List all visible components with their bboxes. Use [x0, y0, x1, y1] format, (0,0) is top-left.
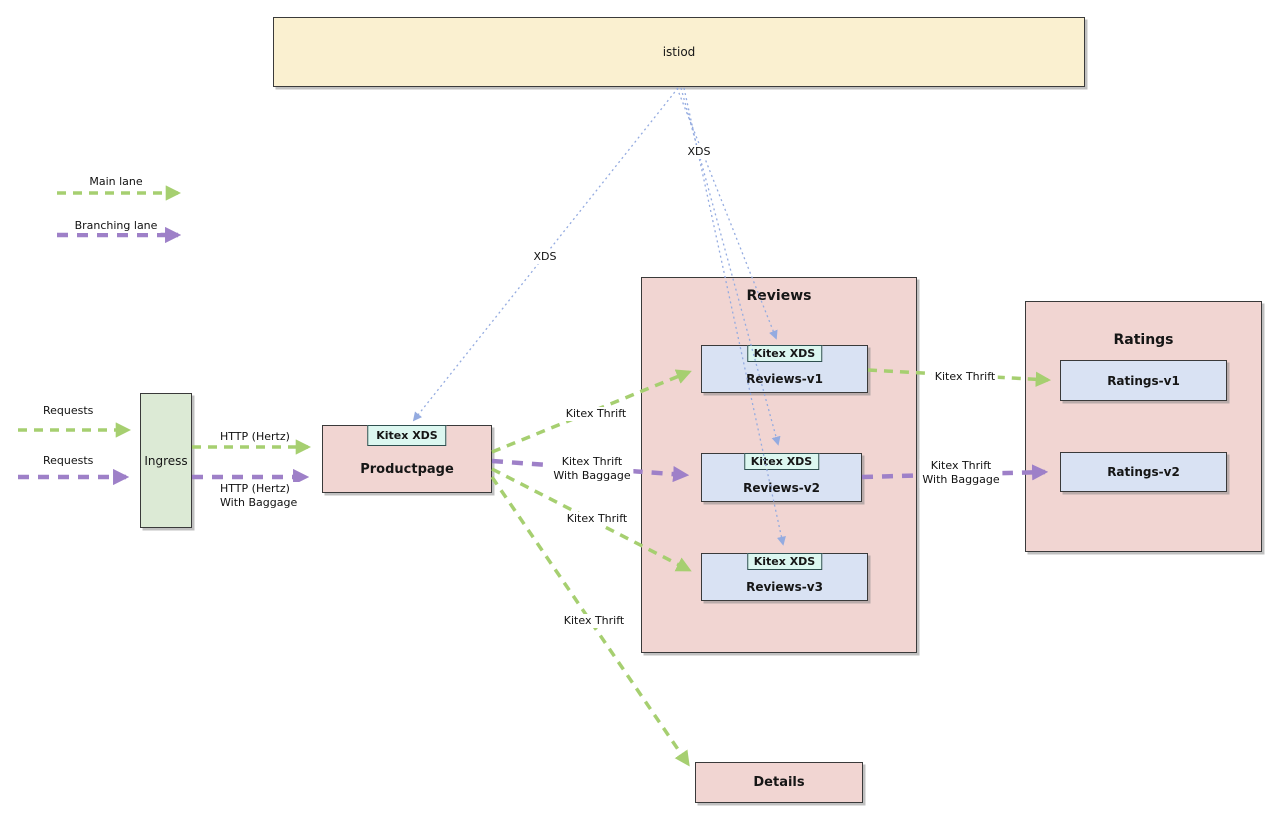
ratings-container: Ratings	[1025, 301, 1262, 552]
kitex-thrift-with-baggage-label-reviews-v2: Kitex Thrift With Baggage	[550, 455, 634, 484]
productpage-kitex-xds-badge: Kitex XDS	[367, 425, 447, 446]
ratings-v2-label: Ratings-v2	[1107, 465, 1180, 479]
xds-label-productpage: XDS	[530, 250, 560, 265]
reviews-v2-label: Reviews-v2	[743, 480, 820, 495]
legend-main-lane-label: Main lane	[86, 175, 146, 190]
http-hertz-with-baggage-label: HTTP (Hertz) With Baggage	[217, 482, 301, 511]
ingress-node: Ingress	[140, 393, 192, 528]
reviews-v1-node: Kitex XDS Reviews-v1	[701, 345, 868, 393]
productpage-node: Kitex XDS Productpage	[322, 425, 492, 493]
kitex-xds-badge-label: Kitex XDS	[753, 347, 816, 360]
kitex-xds-badge-label: Kitex XDS	[753, 555, 816, 568]
kitex-thrift-label-details: Kitex Thrift	[560, 614, 628, 629]
kitex-thrift-label-reviews-v3: Kitex Thrift	[563, 512, 631, 527]
requests-main-label: Requests	[40, 404, 97, 419]
xds-label-reviews: XDS	[684, 145, 714, 160]
istiod-node: istiod	[273, 17, 1085, 87]
kitex-thrift-with-baggage-label-ratings-v2: Kitex Thrift With Baggage	[919, 459, 1003, 488]
details-label: Details	[753, 775, 805, 790]
ratings-title: Ratings	[1113, 332, 1174, 348]
reviews-title: Reviews	[746, 288, 812, 304]
reviews-v3-node: Kitex XDS Reviews-v3	[701, 553, 868, 601]
reviews-v1-kitex-xds-badge: Kitex XDS	[746, 345, 823, 362]
ratings-v1-label: Ratings-v1	[1107, 373, 1180, 388]
reviews-v3-label: Reviews-v3	[746, 580, 823, 594]
ratings-v1-node: Ratings-v1	[1060, 360, 1227, 401]
details-node: Details	[695, 762, 863, 803]
legend-branching-lane-label: Branching lane	[71, 219, 161, 234]
kitex-thrift-label-ratings-v1: Kitex Thrift	[931, 370, 999, 385]
ingress-label: Ingress	[144, 453, 188, 468]
http-hertz-label: HTTP (Hertz)	[217, 430, 293, 445]
reviews-v3-kitex-xds-badge: Kitex XDS	[746, 553, 823, 570]
ratings-v2-node: Ratings-v2	[1060, 452, 1227, 492]
requests-branching-label: Requests	[40, 454, 97, 469]
productpage-label: Productpage	[360, 461, 454, 477]
kitex-thrift-label-reviews-v1: Kitex Thrift	[562, 407, 630, 422]
kitex-xds-badge-label: Kitex XDS	[750, 455, 813, 468]
reviews-v2-node: Kitex XDS Reviews-v2	[701, 453, 862, 502]
kitex-xds-badge-label: Kitex XDS	[376, 429, 438, 442]
reviews-v2-kitex-xds-badge: Kitex XDS	[743, 453, 820, 470]
istiod-label: istiod	[662, 45, 696, 59]
reviews-v1-label: Reviews-v1	[746, 372, 823, 386]
